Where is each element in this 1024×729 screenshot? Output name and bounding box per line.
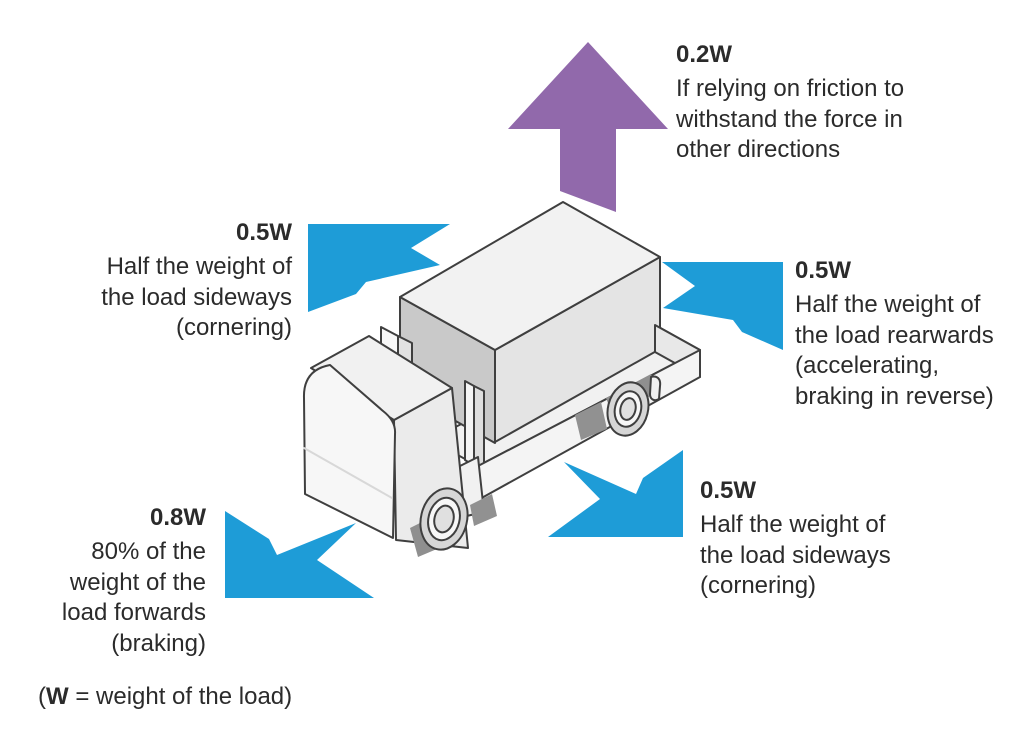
upper-left-arrow: [308, 224, 450, 312]
up-arrow: [508, 42, 668, 212]
chassis-shadow-rear: [575, 402, 607, 440]
upper-right-arrow: [662, 262, 783, 350]
cab-front-face: [302, 364, 397, 539]
weight-definition-note: (W = weight of the load): [38, 682, 292, 712]
force-value-upper-left: 0.5W: [235, 219, 292, 246]
rear-wheel: [606, 381, 650, 437]
force-value-lower-right: 0.5W: [700, 477, 757, 504]
force-label-upper-right: 0.5W Half the weight of the load rearwar…: [795, 256, 1020, 412]
note-definition-text: = weight of the load): [68, 683, 293, 710]
force-desc-lower-right: Half the weight of the load sideways (co…: [700, 511, 891, 599]
force-value-up: 0.2W: [676, 41, 733, 68]
force-desc-upper-left: Half the weight of the load sideways (co…: [101, 253, 292, 341]
lower-right-arrow: [548, 450, 683, 537]
tray-headboard-front-face: [464, 380, 475, 467]
force-desc-up: If relying on friction to withstand the …: [676, 75, 905, 163]
force-desc-lower-left: 80% of the weight of the load forwards (…: [61, 538, 206, 657]
front-wheel: [419, 487, 469, 551]
cab-seam-line: [303, 447, 393, 499]
lower-left-arrow: [225, 511, 374, 598]
force-value-upper-right: 0.5W: [795, 257, 852, 284]
force-value-lower-left: 0.8W: [149, 504, 206, 531]
force-label-upper-left: 0.5W Half the weight of the load sideway…: [40, 218, 292, 344]
note-weight-symbol: W: [46, 683, 69, 710]
note-open-paren: (: [38, 683, 46, 710]
load-box-top-face: [399, 201, 661, 351]
force-label-up: 0.2W If relying on friction to withstand…: [676, 40, 946, 166]
force-label-lower-right: 0.5W Half the weight of the load sideway…: [700, 476, 930, 602]
force-desc-upper-right: Half the weight of the load rearwards (a…: [795, 291, 994, 410]
force-label-lower-left: 0.8W 80% of the weight of the load forwa…: [26, 503, 206, 659]
chassis-shadow-mid: [470, 494, 497, 526]
tray-bracket: [649, 375, 662, 402]
